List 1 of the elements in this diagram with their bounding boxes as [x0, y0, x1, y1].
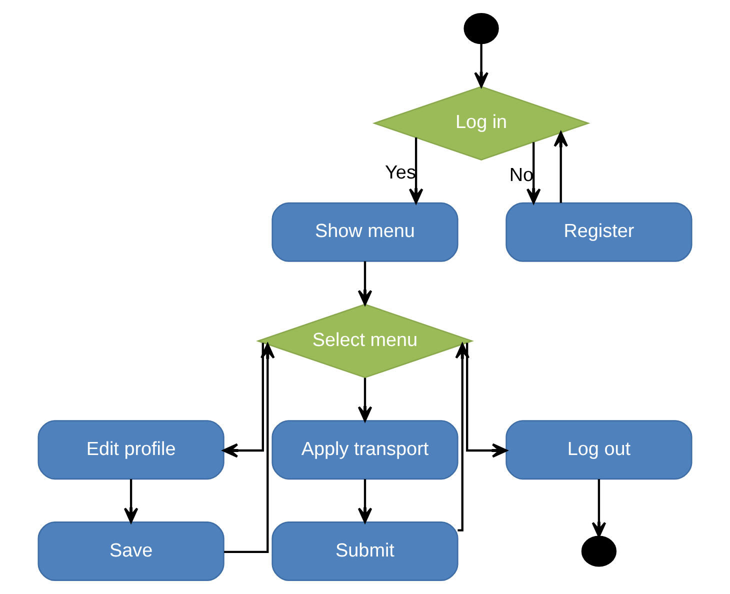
edge-label: Yes — [385, 162, 416, 184]
